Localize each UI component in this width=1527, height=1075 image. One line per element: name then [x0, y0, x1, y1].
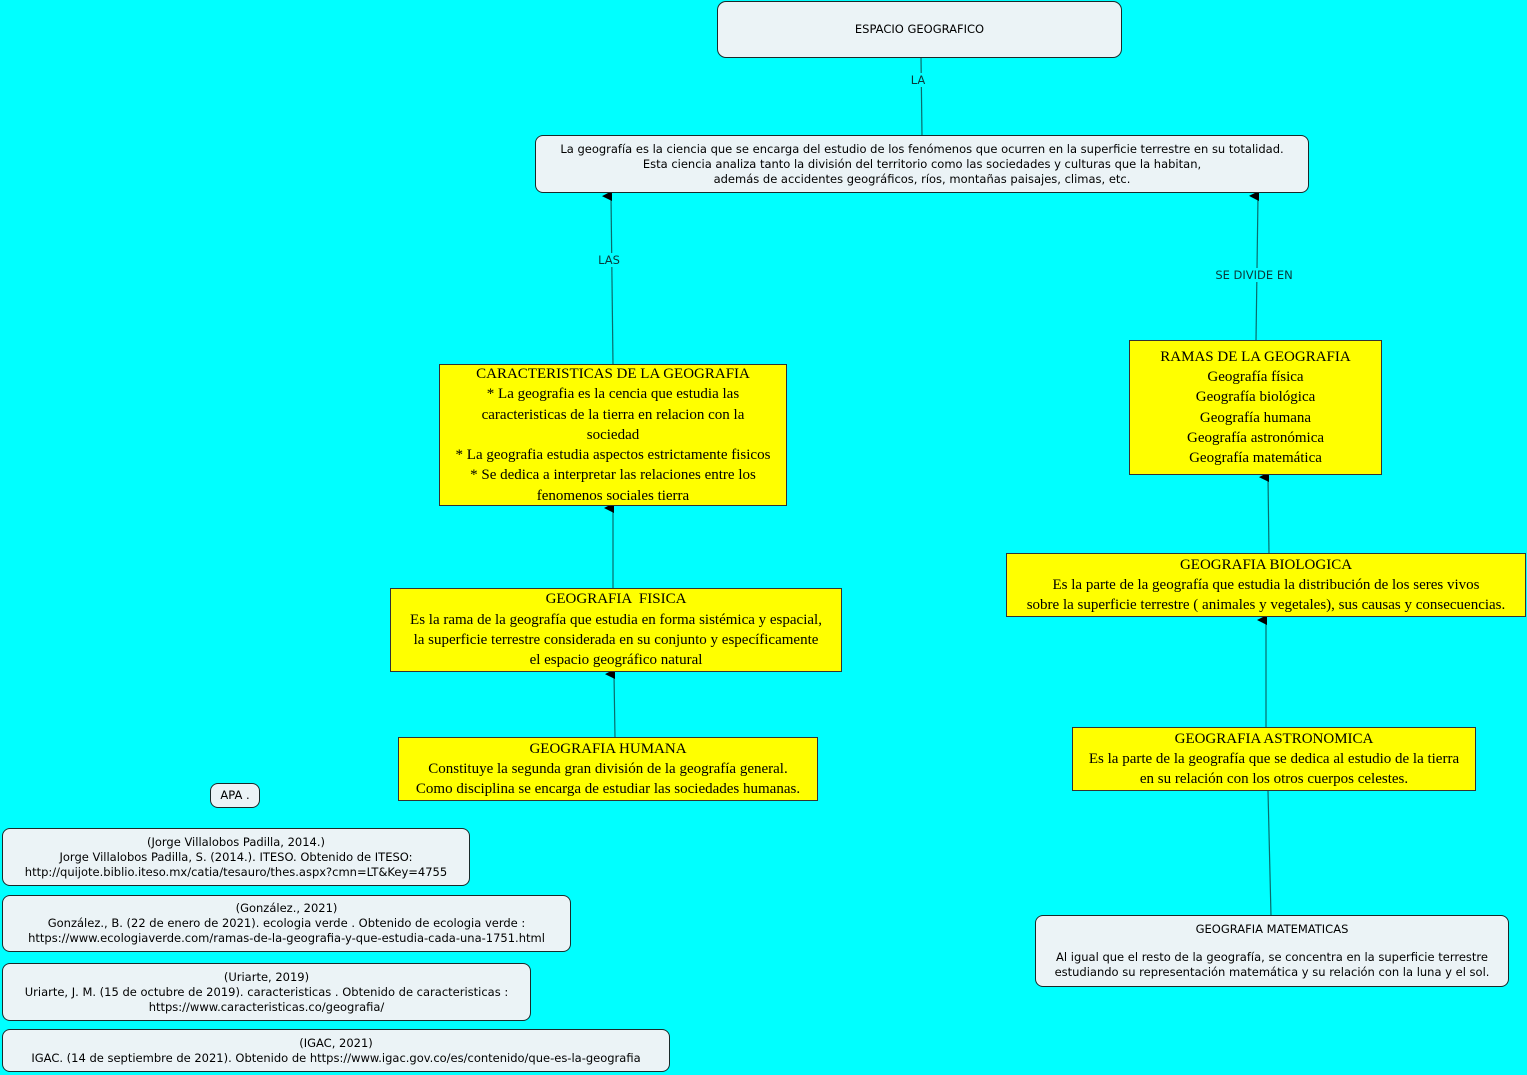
- reference-url: https://www.ecologiaverde.com/ramas-de-l…: [28, 931, 545, 945]
- node-title: ESPACIO GEOGRAFICO: [854, 22, 985, 36]
- link-label-se-divide-en: SE DIVIDE EN: [1214, 268, 1294, 282]
- node-apa[interactable]: APA .: [210, 783, 260, 808]
- node-reference-igac[interactable]: (IGAC, 2021) IGAC. (14 de septiembre de …: [2, 1029, 670, 1072]
- node-geografia-matematicas[interactable]: GEOGRAFIA MATEMATICAS Al igual que el re…: [1035, 915, 1509, 987]
- node-text-line: fenomenos sociales tierra: [536, 487, 690, 504]
- connector-espacio-definicion: [920, 56, 923, 137]
- node-title: RAMAS DE LA GEOGRAFIA: [1160, 348, 1351, 365]
- node-text-line: sociedad: [586, 426, 640, 443]
- node-geografia-fisica[interactable]: GEOGRAFIA FISICA Es la rama de la geogra…: [390, 588, 842, 672]
- node-text-line: sobre la superficie terrestre ( animales…: [1026, 597, 1506, 614]
- node-text-line: en su relación con los otros cuerpos cel…: [1139, 771, 1409, 788]
- node-text-line: Es la rama de la geografía que estudia e…: [410, 611, 822, 628]
- node-text-line: * Se dedica a interpretar las relaciones…: [470, 467, 756, 484]
- node-text-line: estudiando su representación matemática …: [1054, 965, 1490, 979]
- node-title: APA .: [220, 788, 250, 802]
- node-text-line: la superficie terrestre considerada en s…: [413, 632, 819, 648]
- node-text-line: * La geografia estudia aspectos estricta…: [455, 447, 771, 464]
- reference-url: http://quijote.biblio.iteso.mx/catia/tes…: [24, 864, 448, 879]
- node-ramas-geografia[interactable]: RAMAS DE LA GEOGRAFIA Geografía física G…: [1129, 340, 1382, 475]
- node-text-line: * La geografia es la cencia que estudia …: [486, 386, 740, 403]
- reference-citation: (IGAC, 2021): [299, 1035, 373, 1050]
- node-geografia-humana[interactable]: GEOGRAFIA HUMANA Constituye la segunda g…: [398, 737, 818, 801]
- node-text-line: además de accidentes geográficos, ríos, …: [713, 171, 1131, 186]
- connector-biologica-ramas: [1259, 471, 1270, 555]
- node-title: CARACTERISTICAS DE LA GEOGRAFIA: [476, 365, 750, 382]
- node-title: GEOGRAFIA HUMANA: [529, 740, 687, 757]
- node-text-line: Como disciplina se encarga de estudiar l…: [415, 781, 801, 798]
- reference-text: Uriarte, J. M. (15 de octubre de 2019). …: [24, 984, 509, 999]
- node-text-line: Geografía física: [1207, 368, 1304, 385]
- node-text-line: Al igual que el resto de la geografía, s…: [1056, 950, 1488, 964]
- connector-humana-fisica: [605, 668, 616, 739]
- node-text-line: Es la parte de la geografía que se dedic…: [1088, 750, 1460, 767]
- reference-citation: (Uriarte, 2019): [223, 969, 310, 984]
- node-geografia-astronomica[interactable]: GEOGRAFIA ASTRONOMICA Es la parte de la …: [1072, 727, 1476, 791]
- node-caracteristicas-geografia[interactable]: CARACTERISTICAS DE LA GEOGRAFIA * La geo…: [439, 364, 787, 506]
- node-reference-uriarte[interactable]: (Uriarte, 2019) Uriarte, J. M. (15 de oc…: [2, 963, 531, 1021]
- node-text-line: Geografía matemática: [1189, 450, 1322, 467]
- node-title: GEOGRAFIA FISICA: [545, 591, 687, 608]
- reference-url: https://www.caracteristicas.co/geografia…: [148, 999, 385, 1014]
- node-definicion-geografia[interactable]: La geografía es la ciencia que se encarg…: [535, 135, 1309, 193]
- connector-caracteristicas-definicion: [602, 190, 614, 366]
- node-title: GEOGRAFIA ASTRONOMICA: [1174, 730, 1374, 747]
- connector-matematicas-astronomica: [1267, 790, 1272, 917]
- reference-citation: (González., 2021): [235, 901, 338, 915]
- node-text-line: Geografía astronómica: [1186, 429, 1325, 446]
- node-text-line: Geografía humana: [1199, 409, 1312, 426]
- reference-text: Jorge Villalobos Padilla, S. (2014.). IT…: [59, 849, 413, 864]
- link-label-las: LAS: [597, 253, 621, 267]
- node-text-line: Esta ciencia analiza tanto la división d…: [642, 156, 1202, 171]
- node-text-line: caracteristicas de la tierra en relacion…: [481, 406, 745, 423]
- node-reference-gonzalez[interactable]: (González., 2021) González., B. (22 de e…: [2, 895, 571, 952]
- node-text-line: La geografía es la ciencia que se encarg…: [560, 141, 1284, 156]
- reference-text: González., B. (22 de enero de 2021). eco…: [47, 916, 526, 930]
- node-title: GEOGRAFIA BIOLOGICA: [1179, 556, 1353, 573]
- node-title: GEOGRAFIA MATEMATICAS: [1195, 922, 1349, 936]
- reference-text: IGAC. (14 de septiembre de 2021). Obteni…: [31, 1050, 641, 1065]
- node-text-line: Constituye la segunda gran división de l…: [428, 760, 788, 777]
- node-text-line: Geografía biológica: [1195, 389, 1316, 406]
- node-espacio-geografico[interactable]: ESPACIO GEOGRAFICO: [717, 1, 1122, 58]
- node-geografia-biologica[interactable]: GEOGRAFIA BIOLOGICA Es la parte de la ge…: [1006, 553, 1526, 617]
- node-reference-villalobos[interactable]: (Jorge Villalobos Padilla, 2014.) Jorge …: [2, 828, 470, 886]
- reference-citation: (Jorge Villalobos Padilla, 2014.): [146, 834, 326, 849]
- node-text-line: el espacio geográfico natural: [529, 652, 703, 669]
- link-label-la: LA: [909, 73, 927, 87]
- node-text-line: Es la parte de la geografía que estudia …: [1052, 576, 1480, 593]
